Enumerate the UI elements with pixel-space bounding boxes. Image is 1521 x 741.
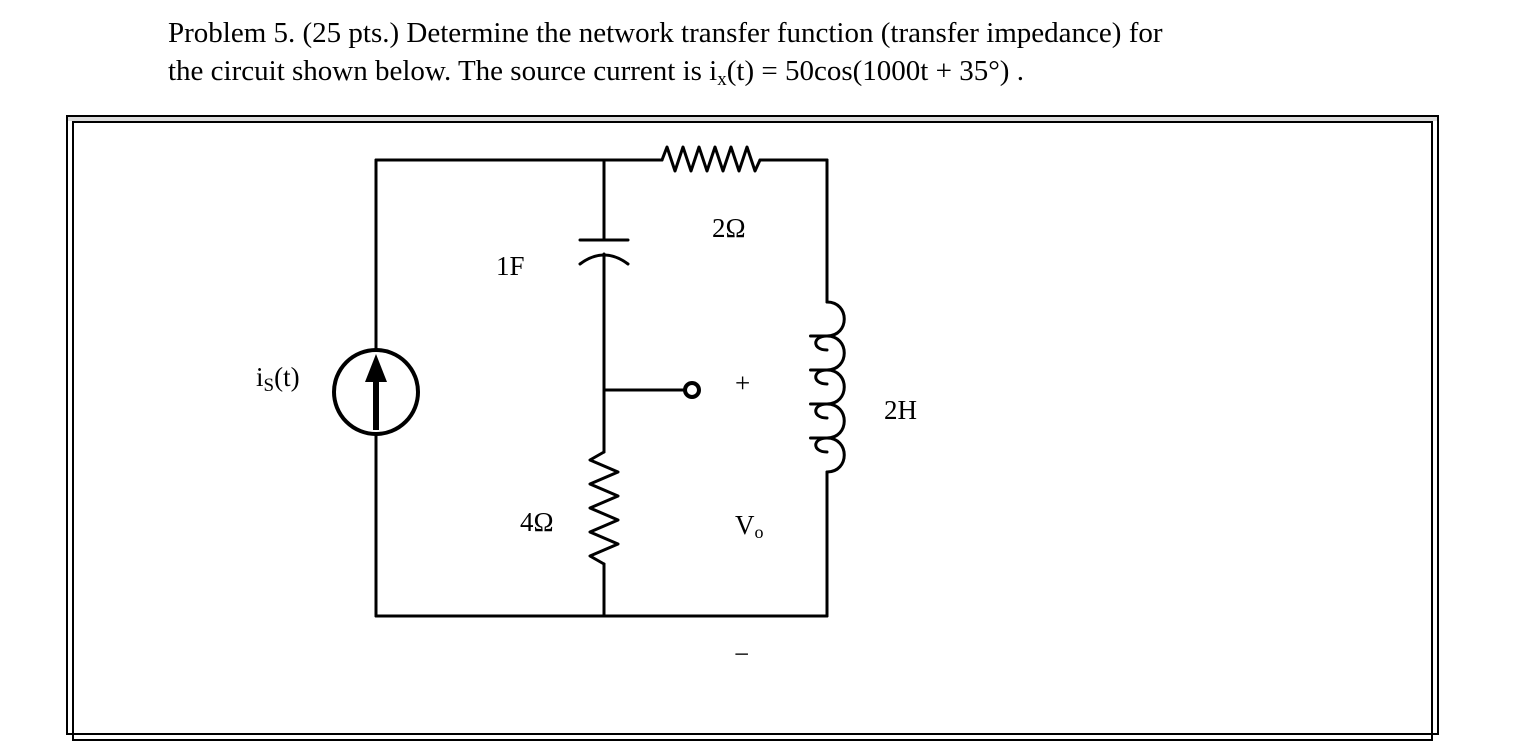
current-source-arrow-head	[365, 354, 387, 382]
source-subscript: x	[717, 69, 727, 90]
frame-shadow	[68, 117, 1437, 121]
plus-sign: +	[735, 368, 750, 398]
inductor-label: 2H	[884, 395, 917, 425]
problem-line-2-end: (t) = 50cos(1000t + 35°) .	[726, 55, 1024, 87]
problem-line-2: the circuit shown below. The source curr…	[168, 52, 1368, 99]
r-bottom-label: 4Ω	[520, 507, 554, 537]
circuit-diagram: iS(t) 1F 2Ω 4Ω 2H + Vo −	[256, 145, 917, 669]
vo-label: Vo	[735, 510, 764, 542]
output-terminal	[683, 381, 701, 399]
problem-line-2-start: the circuit shown below. The source curr…	[168, 55, 718, 87]
resistor-4ohm	[588, 450, 620, 566]
capacitor-label: 1F	[496, 251, 525, 281]
source-label: iS(t)	[256, 362, 300, 396]
problem-line-1: Problem 5. (25 pts.) Determine the netwo…	[168, 17, 1163, 49]
inductor-2h	[809, 300, 846, 474]
r-top-label: 2Ω	[712, 213, 746, 243]
minus-sign: −	[734, 639, 749, 669]
inductor-inner-loops	[814, 334, 829, 454]
resistor-2ohm	[660, 145, 762, 173]
problem-statement: Problem 5. (25 pts.) Determine the netwo…	[168, 14, 1368, 99]
